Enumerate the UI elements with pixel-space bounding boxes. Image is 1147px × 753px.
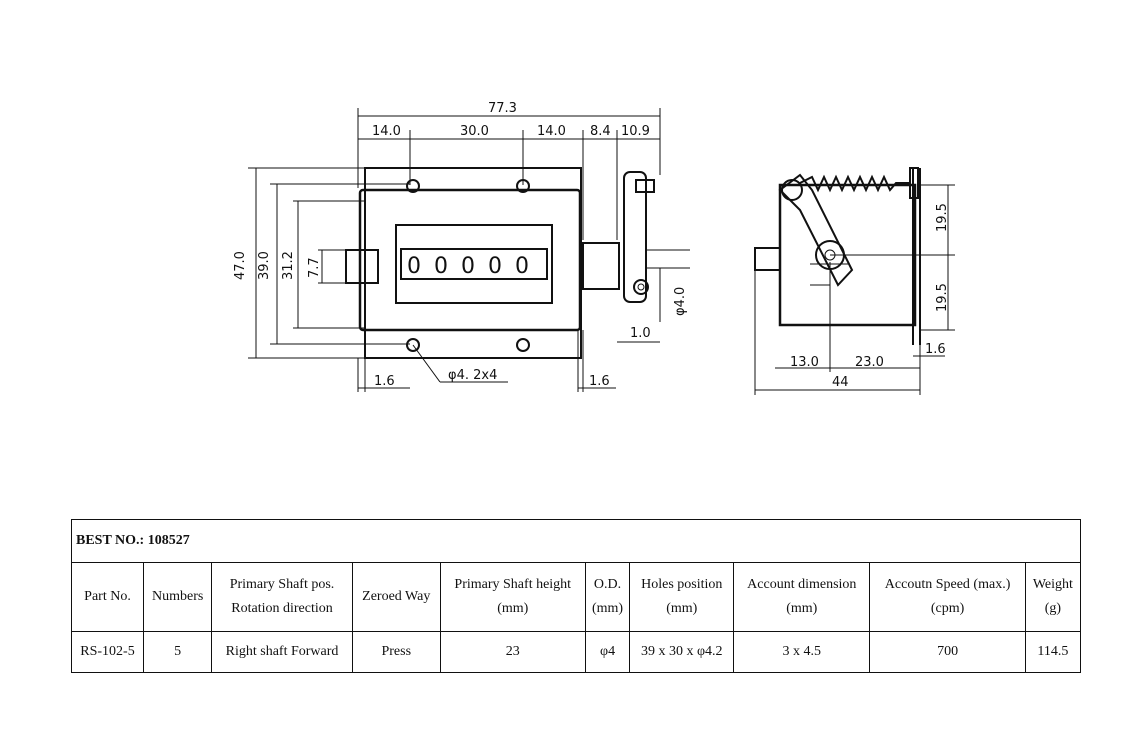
cell-account-dimension: 3 x 4.5 — [733, 631, 871, 673]
dim-side-seg-a: 13.0 — [790, 355, 819, 370]
dim-shaft-diameter: φ4.0 — [673, 287, 688, 316]
dim-side-depth: 44 — [832, 375, 849, 390]
dim-height-holes: 39.0 — [257, 251, 272, 280]
dim-height-window: 7.7 — [307, 257, 322, 278]
cell-shaft-height: 23 — [439, 631, 586, 673]
spec-table: BEST NO.: 108527 Part No. Numbers Primar… — [71, 519, 1082, 673]
header-part-no: Part No. — [71, 562, 144, 632]
counter-digit: 0 — [434, 254, 448, 279]
dim-left-thickness: 1.6 — [374, 374, 395, 389]
header-shaft-height: Primary Shaft height(mm) — [439, 562, 586, 632]
counter-digit: 0 — [515, 254, 529, 279]
cell-holes-position: 39 x 30 x φ4.2 — [629, 631, 735, 673]
header-zeroed-way: Zeroed Way — [351, 562, 441, 632]
header-od: O.D.(mm) — [584, 562, 631, 632]
header-holes-position: Holes position(mm) — [629, 562, 735, 632]
dim-holes: φ4. 2x4 — [448, 368, 497, 383]
cell-account-speed: 700 — [869, 631, 1026, 673]
header-account-dimension: Account dimension(mm) — [733, 562, 871, 632]
technical-drawing: 77.3 14.0 30.0 14.0 8.4 10.9 47.0 39.0 3… — [233, 101, 955, 395]
best-number: BEST NO.: 108527 — [71, 519, 1081, 563]
dim-overall-width: 77.3 — [488, 101, 517, 116]
header-shaft-pos: Primary Shaft pos.Rotation direction — [211, 562, 353, 632]
dim-seg-5: 10.9 — [621, 124, 650, 139]
dim-height-overall: 47.0 — [233, 251, 248, 280]
cell-numbers: 5 — [142, 631, 213, 673]
counter-digit: 0 — [461, 254, 475, 279]
dim-seg-1: 14.0 — [372, 124, 401, 139]
cell-zeroed-way: Press — [351, 631, 441, 673]
dim-shaft-offset: 1.0 — [630, 326, 651, 341]
dim-right-thickness: 1.6 — [589, 374, 610, 389]
cell-od: φ4 — [584, 631, 631, 673]
header-account-speed: Accoutn Speed (max.)(cpm) — [869, 562, 1026, 632]
dim-seg-3: 14.0 — [537, 124, 566, 139]
counter-digit: 0 — [488, 254, 502, 279]
cell-weight: 114.5 — [1024, 631, 1082, 673]
dim-seg-2: 30.0 — [460, 124, 489, 139]
dim-side-seg-b: 23.0 — [855, 355, 884, 370]
header-numbers: Numbers — [142, 562, 213, 632]
header-weight: Weight(g) — [1024, 562, 1082, 632]
dim-side-lower: 19.5 — [935, 283, 950, 312]
dim-height-body: 31.2 — [281, 251, 296, 280]
counter-digit: 0 — [407, 254, 421, 279]
side-view: 19.5 19.5 1.6 13.0 23.0 44 — [754, 167, 955, 395]
table-row: RS-102-5 5 Right shaft Forward Press 23 … — [71, 631, 1082, 673]
dim-side-plate: 1.6 — [925, 342, 946, 357]
dim-side-upper: 19.5 — [935, 203, 950, 232]
table-header-row: Part No. Numbers Primary Shaft pos.Rotat… — [71, 562, 1082, 632]
cell-part-no: RS-102-5 — [71, 631, 144, 673]
front-view: 77.3 14.0 30.0 14.0 8.4 10.9 47.0 39.0 3… — [233, 101, 690, 392]
dim-seg-4: 8.4 — [590, 124, 611, 139]
cell-shaft-pos: Right shaft Forward — [211, 631, 353, 673]
